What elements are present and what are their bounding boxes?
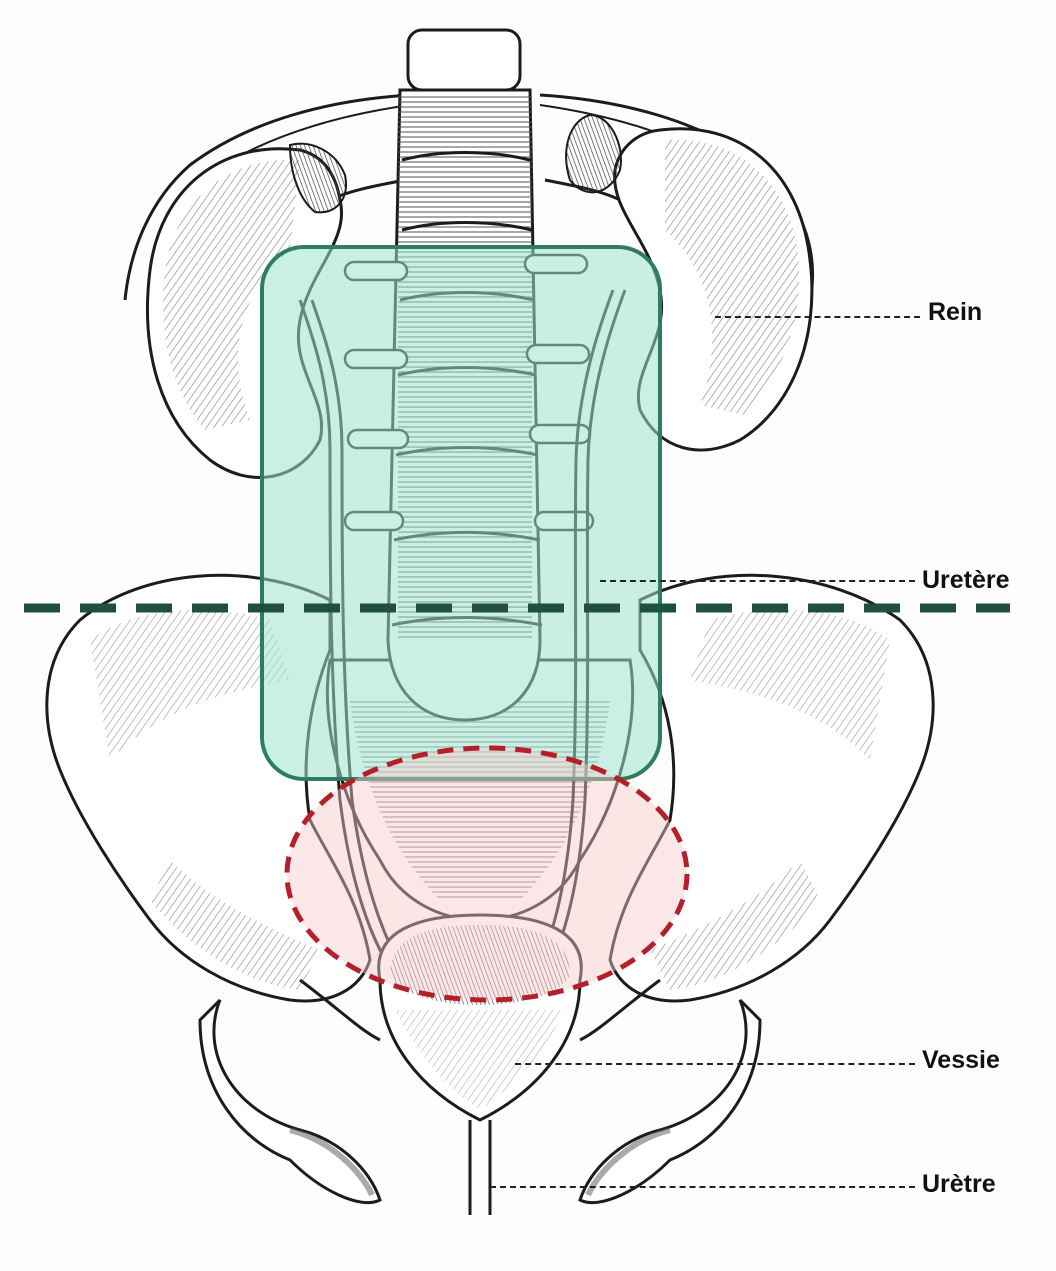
- right-ischium: [578, 998, 762, 1205]
- urethra: [468, 1120, 492, 1215]
- bladder: [377, 913, 583, 1215]
- leader-line-uretere: [600, 580, 915, 582]
- label-uretre: Urètre: [922, 1170, 996, 1198]
- label-uretere: Uretère: [922, 566, 1010, 594]
- left-ischium: [198, 998, 382, 1205]
- right-kidney: [565, 113, 814, 452]
- left-kidney: [146, 142, 347, 479]
- leader-line-rein: [715, 316, 920, 318]
- pelvic-region-highlight: [284, 745, 690, 1003]
- leader-line-vessie: [515, 1063, 915, 1065]
- lumbar-region-highlight: [260, 245, 662, 781]
- leader-line-uretre: [490, 1186, 915, 1188]
- label-vessie: Vessie: [922, 1046, 1000, 1074]
- label-rein: Rein: [928, 298, 983, 326]
